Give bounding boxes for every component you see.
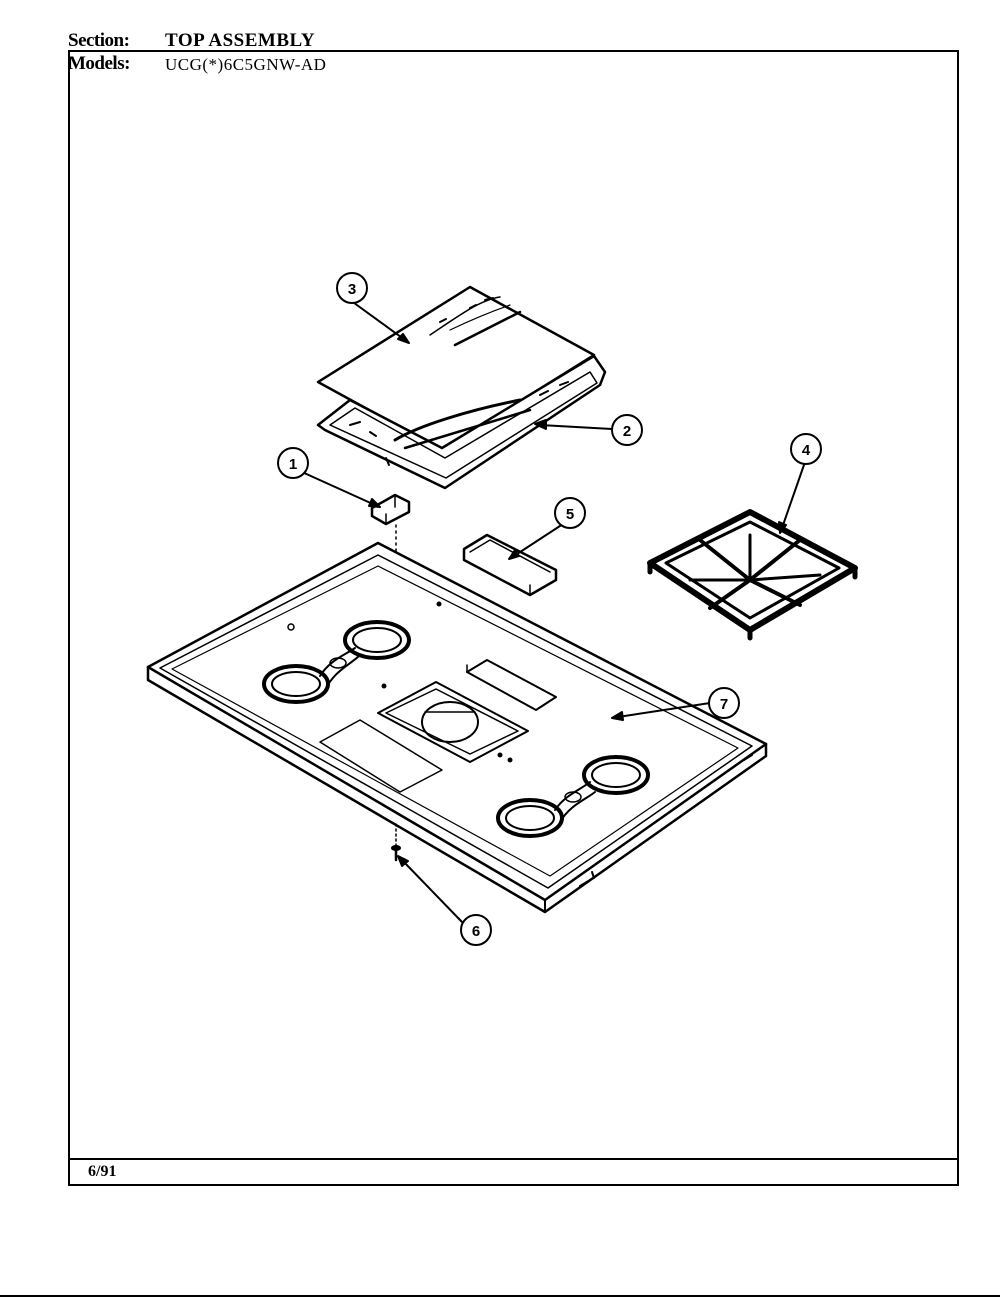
part-4-burner-grate	[647, 509, 858, 641]
page-bottom-rule	[0, 1295, 1000, 1297]
models-value: UCG(*)6C5GNW-AD	[165, 55, 327, 74]
part-2-drip-tray	[316, 354, 607, 490]
callout-5: 5	[554, 497, 586, 529]
footer-date: 6/91	[88, 1163, 117, 1180]
callout-7: 7	[708, 687, 740, 719]
callout-5-label: 5	[566, 506, 574, 523]
callout-4: 4	[790, 433, 822, 465]
part-6-screw	[391, 823, 401, 862]
section-title: TOP ASSEMBLY	[165, 30, 316, 51]
part-7-cooktop	[146, 541, 768, 914]
callout-2-label: 2	[623, 423, 631, 440]
callout-2: 2	[611, 414, 643, 446]
callout-6: 6	[460, 914, 492, 946]
callout-7-label: 7	[720, 696, 728, 713]
section-label: Section:	[68, 30, 130, 51]
callout-1: 1	[277, 447, 309, 479]
callout-6-label: 6	[472, 923, 480, 940]
callout-3-label: 3	[348, 281, 356, 298]
callout-3: 3	[336, 272, 368, 304]
callout-1-label: 1	[289, 456, 297, 473]
leader-lines	[301, 299, 806, 923]
part-5-trough	[462, 533, 558, 597]
part-1-clip	[370, 493, 411, 681]
callout-4-label: 4	[802, 442, 811, 459]
models-label: Models:	[68, 53, 130, 74]
footer-rule	[68, 1158, 959, 1160]
diagram-frame	[68, 50, 959, 1186]
